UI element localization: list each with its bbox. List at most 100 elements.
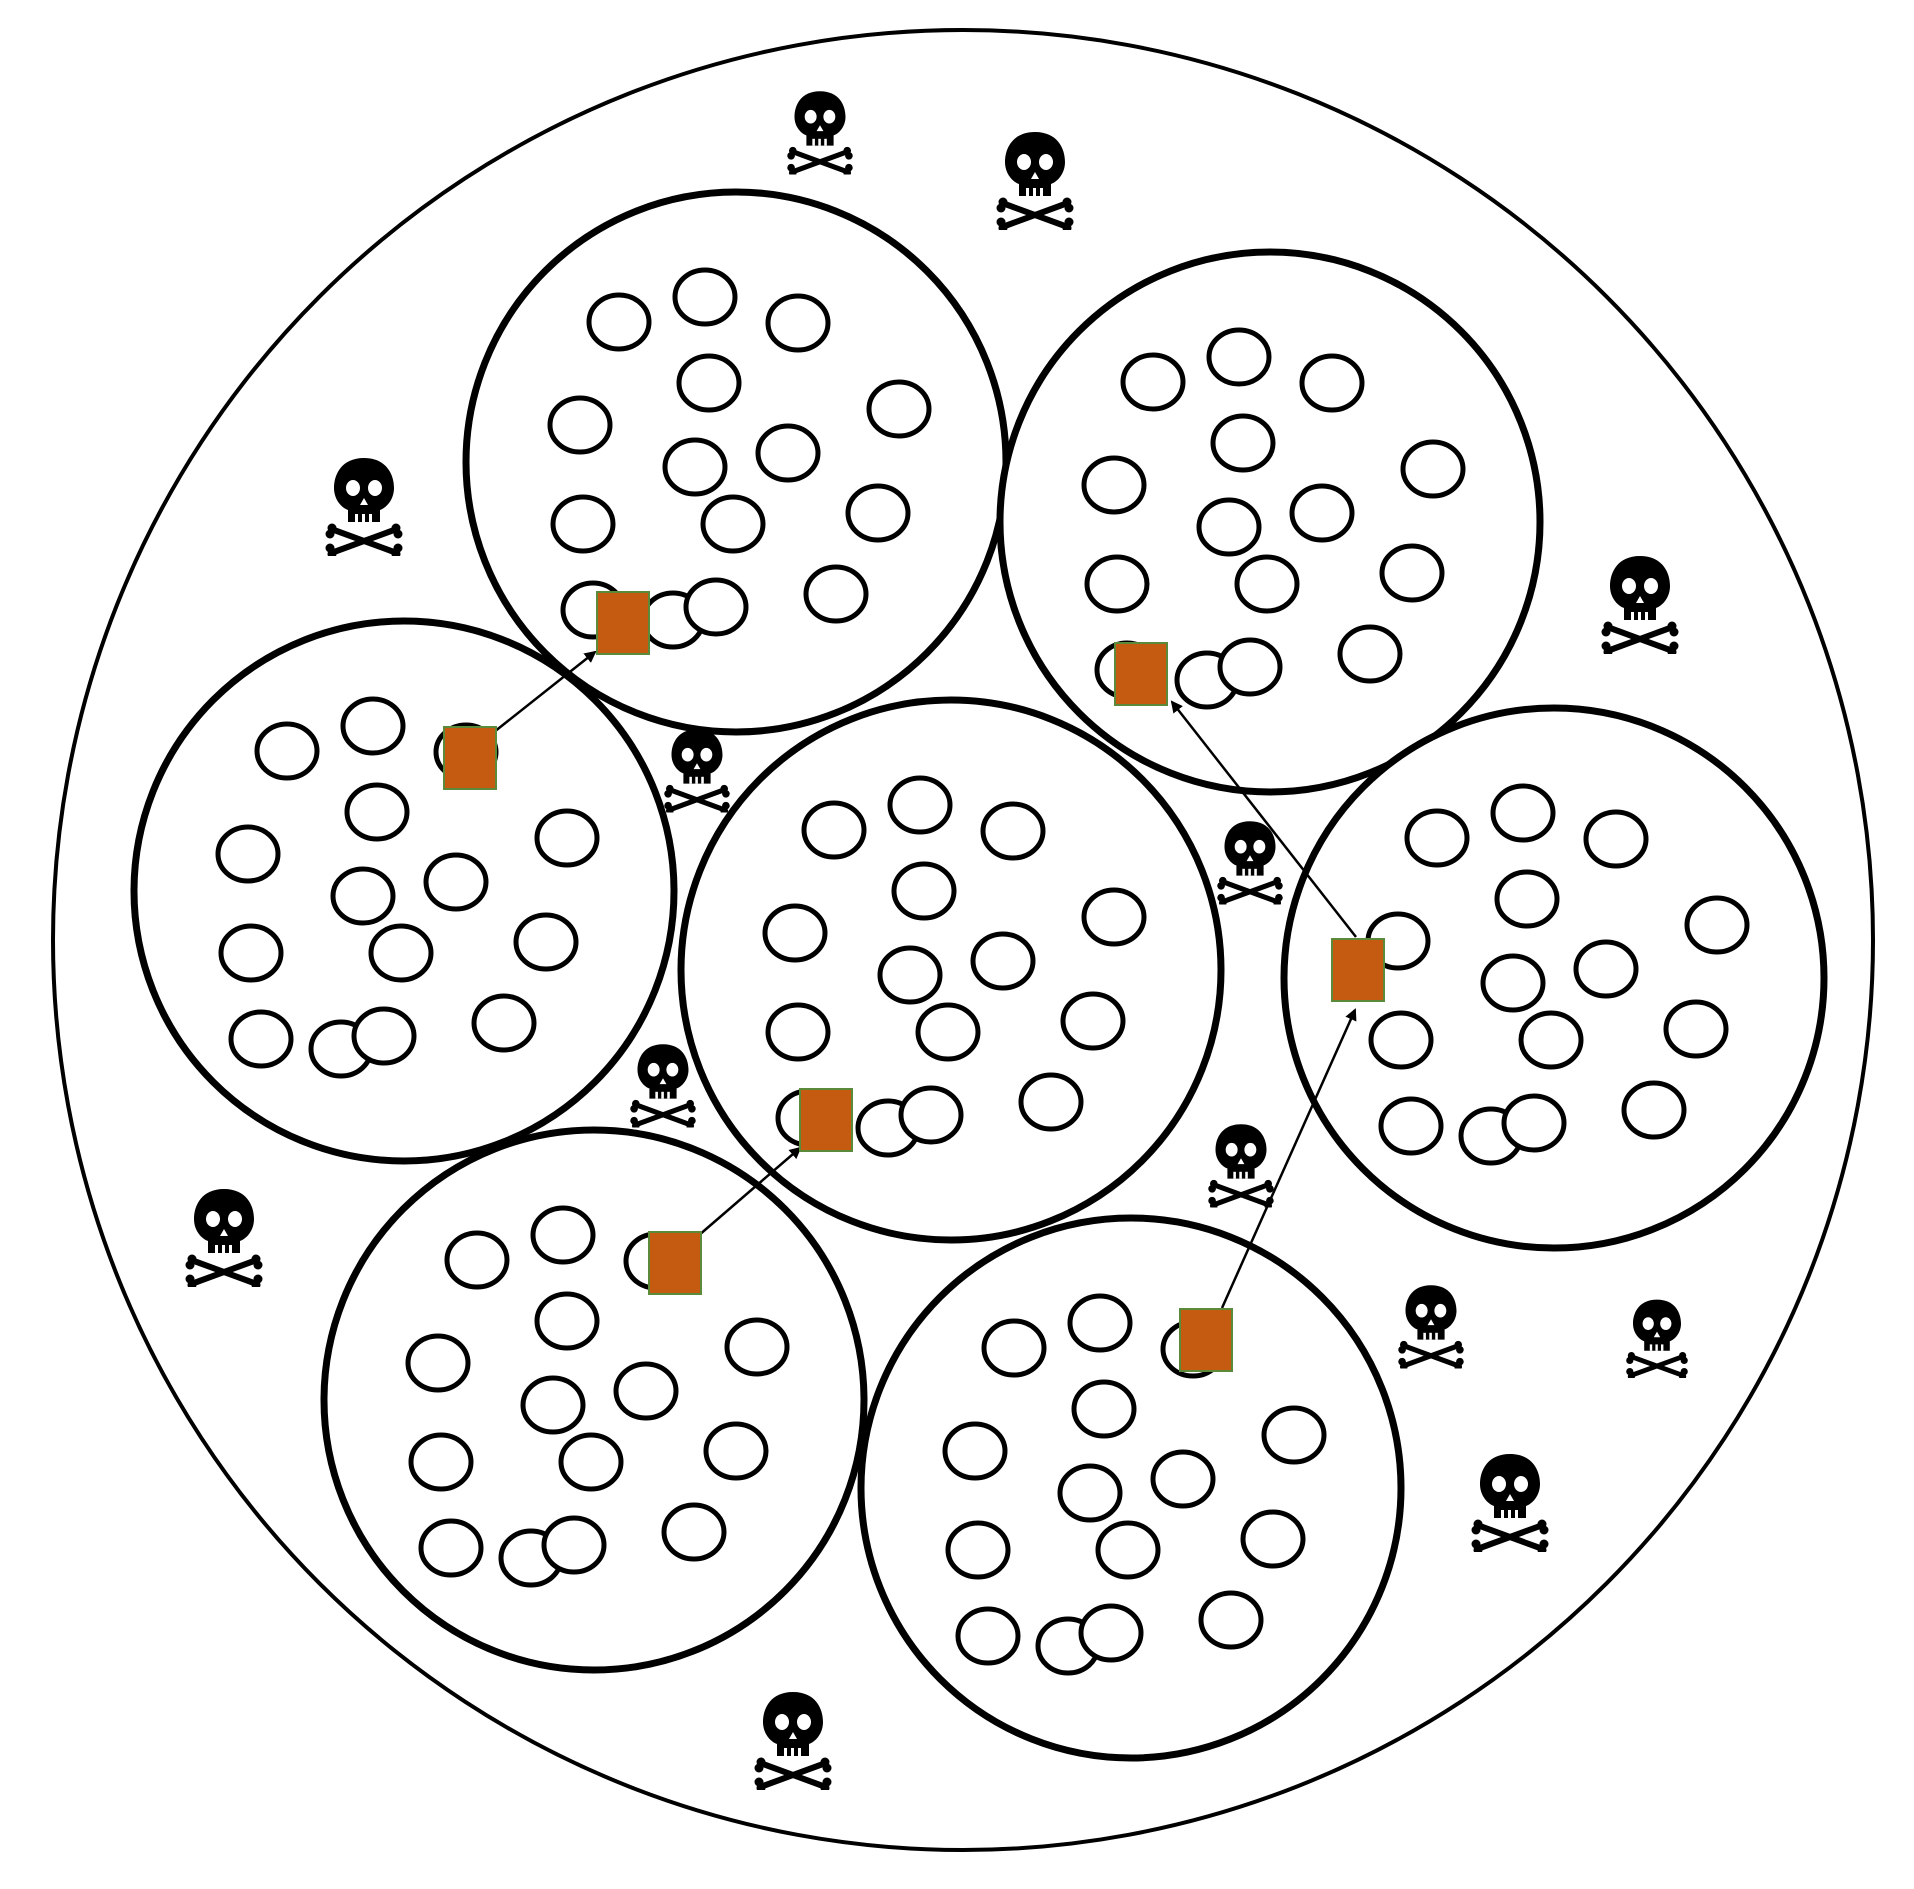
small-circle <box>1081 455 1147 515</box>
small-circle <box>676 353 742 413</box>
small-circle <box>915 1002 981 1062</box>
skull-and-crossbones-icon <box>1626 1300 1688 1380</box>
small-circle <box>765 293 831 353</box>
small-circle <box>254 721 320 781</box>
transfer-square <box>1114 642 1168 706</box>
small-circle <box>340 696 406 756</box>
small-circle <box>1663 999 1729 1059</box>
transfer-square <box>596 591 650 655</box>
outer-boundary-circle <box>51 28 1875 1852</box>
small-circle <box>408 1432 474 1492</box>
small-circle <box>547 395 613 455</box>
cluster-circle <box>130 617 678 1165</box>
small-circle <box>1150 1449 1216 1509</box>
skull-and-crossbones-icon <box>630 1044 695 1129</box>
small-circle <box>1217 637 1283 697</box>
small-circle <box>471 993 537 1053</box>
transfer-arrow <box>1170 700 1357 938</box>
small-circle <box>1198 1590 1264 1650</box>
small-circle <box>1206 327 1272 387</box>
outer-boundary-layer <box>51 28 1875 1852</box>
small-circle <box>877 945 943 1005</box>
transfer-square <box>799 1088 853 1152</box>
small-circle <box>1583 809 1649 869</box>
skull-and-crossbones-icon <box>326 458 403 559</box>
small-circle <box>1095 1520 1161 1580</box>
skull-and-crossbones-icon <box>186 1189 263 1290</box>
small-circle <box>683 577 749 637</box>
small-circle <box>1573 939 1639 999</box>
small-circle <box>1289 483 1355 543</box>
cluster-circle <box>857 1214 1405 1762</box>
small-circle <box>955 1606 1021 1666</box>
small-circle <box>1480 953 1546 1013</box>
cluster-bottom-left <box>320 1126 868 1674</box>
small-circle <box>970 931 1036 991</box>
small-circle <box>228 1009 294 1069</box>
small-circle <box>520 1375 586 1435</box>
small-circle <box>1404 808 1470 868</box>
small-circle <box>215 824 281 884</box>
small-circle <box>724 1317 790 1377</box>
small-circle <box>1240 1509 1306 1569</box>
small-circle <box>898 1085 964 1145</box>
small-circle <box>1368 1010 1434 1070</box>
skull-and-crossbones-icon <box>997 132 1074 233</box>
small-circle <box>534 808 600 868</box>
small-circle <box>801 800 867 860</box>
small-circle <box>661 1502 727 1562</box>
small-circle <box>942 1421 1008 1481</box>
clusters-layer <box>130 188 1828 1762</box>
small-circle <box>1490 783 1556 843</box>
small-circle <box>1060 991 1126 1051</box>
cluster-left <box>130 617 678 1165</box>
small-circle <box>945 1520 1011 1580</box>
transfer-square <box>443 726 497 790</box>
cluster-circle <box>320 1126 868 1674</box>
small-circle <box>1210 413 1276 473</box>
transfer-square <box>1179 1308 1233 1372</box>
small-circle <box>330 866 396 926</box>
small-circle <box>891 861 957 921</box>
skull-and-crossbones-icon <box>1217 821 1282 906</box>
skull-and-crossbones-icon <box>1472 1454 1549 1555</box>
small-circle <box>1057 1463 1123 1523</box>
cluster-top-right <box>996 248 1544 796</box>
small-circle <box>1071 1379 1137 1439</box>
small-circle <box>762 903 828 963</box>
small-circle <box>672 267 738 327</box>
small-circle <box>534 1291 600 1351</box>
small-circle <box>662 437 728 497</box>
transfer-arrow <box>697 1146 802 1237</box>
small-circle <box>613 1361 679 1421</box>
small-circle <box>845 483 911 543</box>
transfer-square <box>648 1231 702 1295</box>
skull-and-crossbones-icon <box>1208 1124 1273 1209</box>
small-circle <box>1400 439 1466 499</box>
small-circle <box>1337 624 1403 684</box>
small-circle <box>530 1205 596 1265</box>
small-circle <box>1684 895 1750 955</box>
cluster-top <box>462 188 1010 736</box>
transfer-arrow <box>1220 1008 1357 1309</box>
small-circle <box>418 1518 484 1578</box>
small-circle <box>1078 1603 1144 1663</box>
small-circle <box>1299 353 1365 413</box>
small-circle <box>1120 352 1186 412</box>
cluster-circle <box>462 188 1010 736</box>
small-circle <box>1378 1096 1444 1156</box>
small-circle <box>541 1515 607 1575</box>
small-circle <box>344 782 410 842</box>
cluster-right <box>1280 704 1828 1252</box>
small-circle <box>755 423 821 483</box>
small-circle <box>803 564 869 624</box>
skull-and-crossbones-icon <box>1602 556 1679 657</box>
small-circle <box>368 923 434 983</box>
small-circle <box>423 852 489 912</box>
small-circle <box>351 1006 417 1066</box>
small-circle <box>1379 543 1445 603</box>
cluster-center <box>677 696 1225 1244</box>
small-circle <box>703 1421 769 1481</box>
small-circle <box>700 494 766 554</box>
